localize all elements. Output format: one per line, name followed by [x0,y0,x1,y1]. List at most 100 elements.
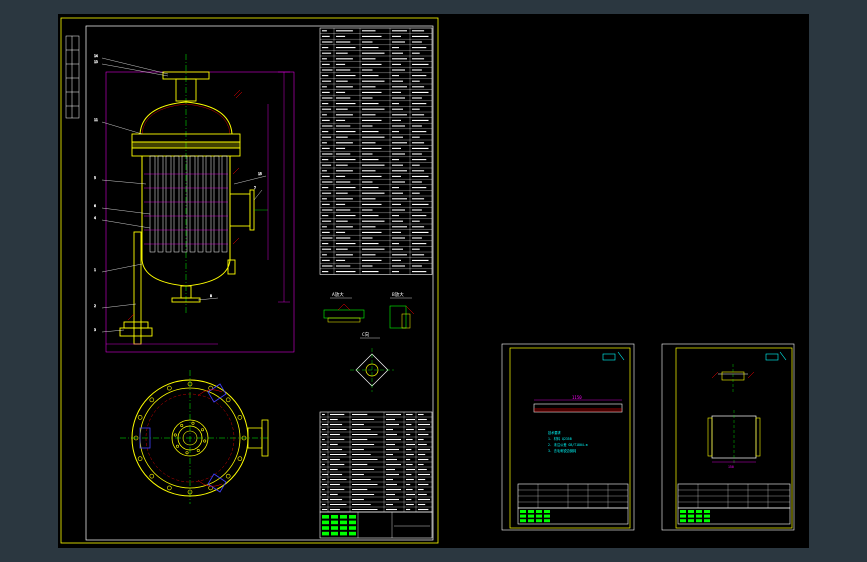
filter-tube [197,155,204,253]
bolt-hole [167,385,172,391]
filter-tube [157,155,164,253]
detail1-green-cell [544,510,550,513]
filter-tube [205,155,212,253]
baffle-lines [144,173,228,245]
title-block-green-cell [331,520,338,525]
callout-number: 1 [94,268,96,272]
detail2-green-cell [696,519,702,523]
title-block-green-cell [340,531,347,536]
inner-bolt-hole [175,444,179,448]
callout-number: 7 [254,186,256,190]
nozzle-dimension-label: 150 [728,465,734,469]
plan-center-nozzle [171,419,209,457]
callout-leader [101,303,137,309]
detail2-title-block [677,483,791,525]
title-block-green-cell [340,515,347,519]
detail1-note-line: 技术要求 [548,430,562,435]
detail1-green-cell [544,519,550,523]
filter-tube [181,155,188,253]
callout-number: 15 [258,172,262,176]
title-block-green-cell [322,515,329,519]
detail1-green-cell [528,519,534,523]
detail1-green-cell [536,519,542,523]
title-block-green-cell [349,515,356,519]
inner-bolt-hole [201,428,205,432]
inner-bolt-hole [185,451,189,455]
title-block-green-cell [322,531,329,536]
detail1-green-cell [528,514,534,518]
top-head [139,101,233,135]
detail1-note-line: 3. 去毛刺锐边倒钝 [548,448,577,453]
callout-number: 3 [94,328,96,332]
detail2-green-cell [688,519,694,523]
filter-tube-bundle [149,155,228,253]
bolt-hole [149,397,155,403]
title-block-green-cell [322,520,329,525]
nozzle-section-view [711,364,755,394]
detail2-green-cell [696,510,702,513]
inner-bolt-hole [203,439,207,443]
bolt-hole [187,489,193,495]
support-lugs-plan [139,383,227,493]
detail-c-label: C向 [362,331,370,338]
callout-number: 8 [210,294,212,298]
dimension-lines [106,71,290,345]
baffle-plate-view [533,403,623,413]
title-block-green-cell [331,515,338,519]
detail-view-a: A放大 [323,291,365,323]
callout-leader [101,63,169,77]
filter-tube [149,155,156,253]
detail-sheet-nozzle: 150 [661,343,795,531]
bolt-hole [237,415,243,420]
callout-leader [101,329,125,333]
revision-strip [65,35,80,119]
bolt-hole [167,485,172,491]
main-sheet-inner-border [85,25,434,541]
callout-leader [197,297,219,301]
inner-bolt-hole [173,433,177,437]
vessel-plan-view [120,370,269,504]
bolt-hole [137,456,143,461]
detail1-green-cell [536,514,542,518]
nozzle-elevation-view: 150 [707,410,761,469]
title-block-green-cell [349,531,356,536]
detail2-green-cell [680,514,686,518]
callout-leader [101,179,147,185]
callout-leader [101,57,169,75]
callout-number: 6 [94,204,96,208]
detail-b-label: B放大 [392,291,404,298]
detail1-green-cell [544,514,550,518]
detail1-green-cell [536,510,542,513]
bolt-hole [241,435,247,441]
filter-tube [221,155,228,253]
callout-number: 4 [94,216,96,220]
callout-leader [101,121,143,135]
detail-view-b: B放大 [389,291,415,329]
inner-bolt-hole [191,421,195,425]
callout-number: 14 [94,54,98,58]
detail1-green-cell [520,519,526,523]
top-nozzle-neck [175,78,197,102]
title-block-green-cell [331,526,338,530]
detail2-green-cell [680,519,686,523]
bolt-hole [133,435,139,441]
bolt-hole [225,473,231,479]
bolt-hole [137,415,143,420]
filter-tube [173,155,180,253]
detail1-title-block [517,483,629,525]
filter-tube [165,155,172,253]
detail1-note-line: 2. 未注公差 GB/T1804-m [548,442,588,447]
detail2-green-cell [680,510,686,513]
parts-list-table [319,411,433,513]
detail1-note-line: 1. 材料 Q235B [548,436,572,441]
detail2-green-cell [696,514,702,518]
callout-number: 2 [94,304,96,308]
callout-number: 11 [94,118,98,122]
detail2-green-cell [688,514,694,518]
bolt-hole [187,381,193,387]
